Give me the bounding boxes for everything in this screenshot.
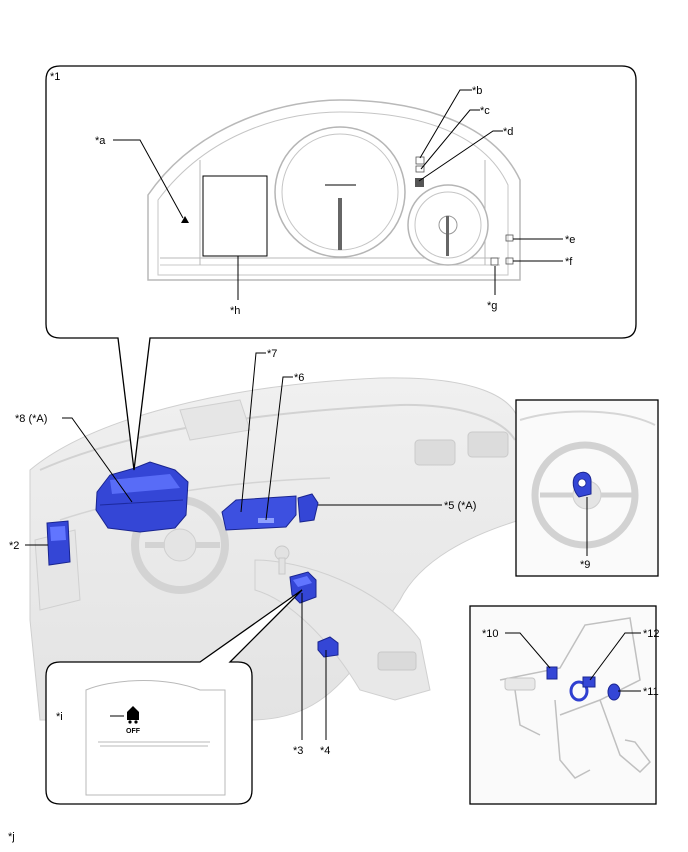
meter-detail-callout [45,65,637,471]
label-h: *h [230,305,240,317]
switch-off-text: OFF [126,728,141,735]
vsc-off-icon [127,706,139,724]
label-11: *11 [643,686,659,698]
label-j: *j [8,831,15,843]
center-display-component[interactable] [221,495,297,531]
switch-detail-callout [45,589,303,805]
label-5: *5 (*A) [444,500,476,512]
meter-leader-lines [113,89,563,300]
label-c: *c [480,105,490,117]
component-11[interactable] [607,683,621,701]
callout-labels: *1 *a *b *c *d *e *f *g *h *7 *6 *8 (*A)… [8,71,660,843]
label-i: *i [56,711,63,723]
label-e: *e [565,234,575,246]
label-b: *b [472,85,482,97]
label-7: *7 [267,348,277,360]
component-12[interactable] [569,676,596,702]
pedal-inset [469,605,657,805]
label-a: *a [95,135,106,147]
component-2[interactable] [46,520,71,566]
label-f: *f [565,256,573,268]
pedal-leader-lines [505,632,641,692]
label-10: *10 [482,628,499,640]
label-3: *3 [293,745,303,757]
main-leader-lines [25,352,442,740]
label-12: *12 [643,628,660,640]
label-4: *4 [320,745,330,757]
component-10[interactable] [546,666,558,680]
label-d: *d [503,126,513,138]
component-5[interactable] [297,493,319,523]
label-8: *8 (*A) [15,413,47,425]
label-2: *2 [9,540,19,552]
component-9[interactable] [572,471,592,498]
label-1: *1 [50,71,60,83]
combination-meter-component[interactable] [95,461,189,533]
label-9: *9 [580,559,590,571]
label-6: *6 [294,372,304,384]
label-g: *g [487,300,497,312]
component-4[interactable] [317,636,339,658]
